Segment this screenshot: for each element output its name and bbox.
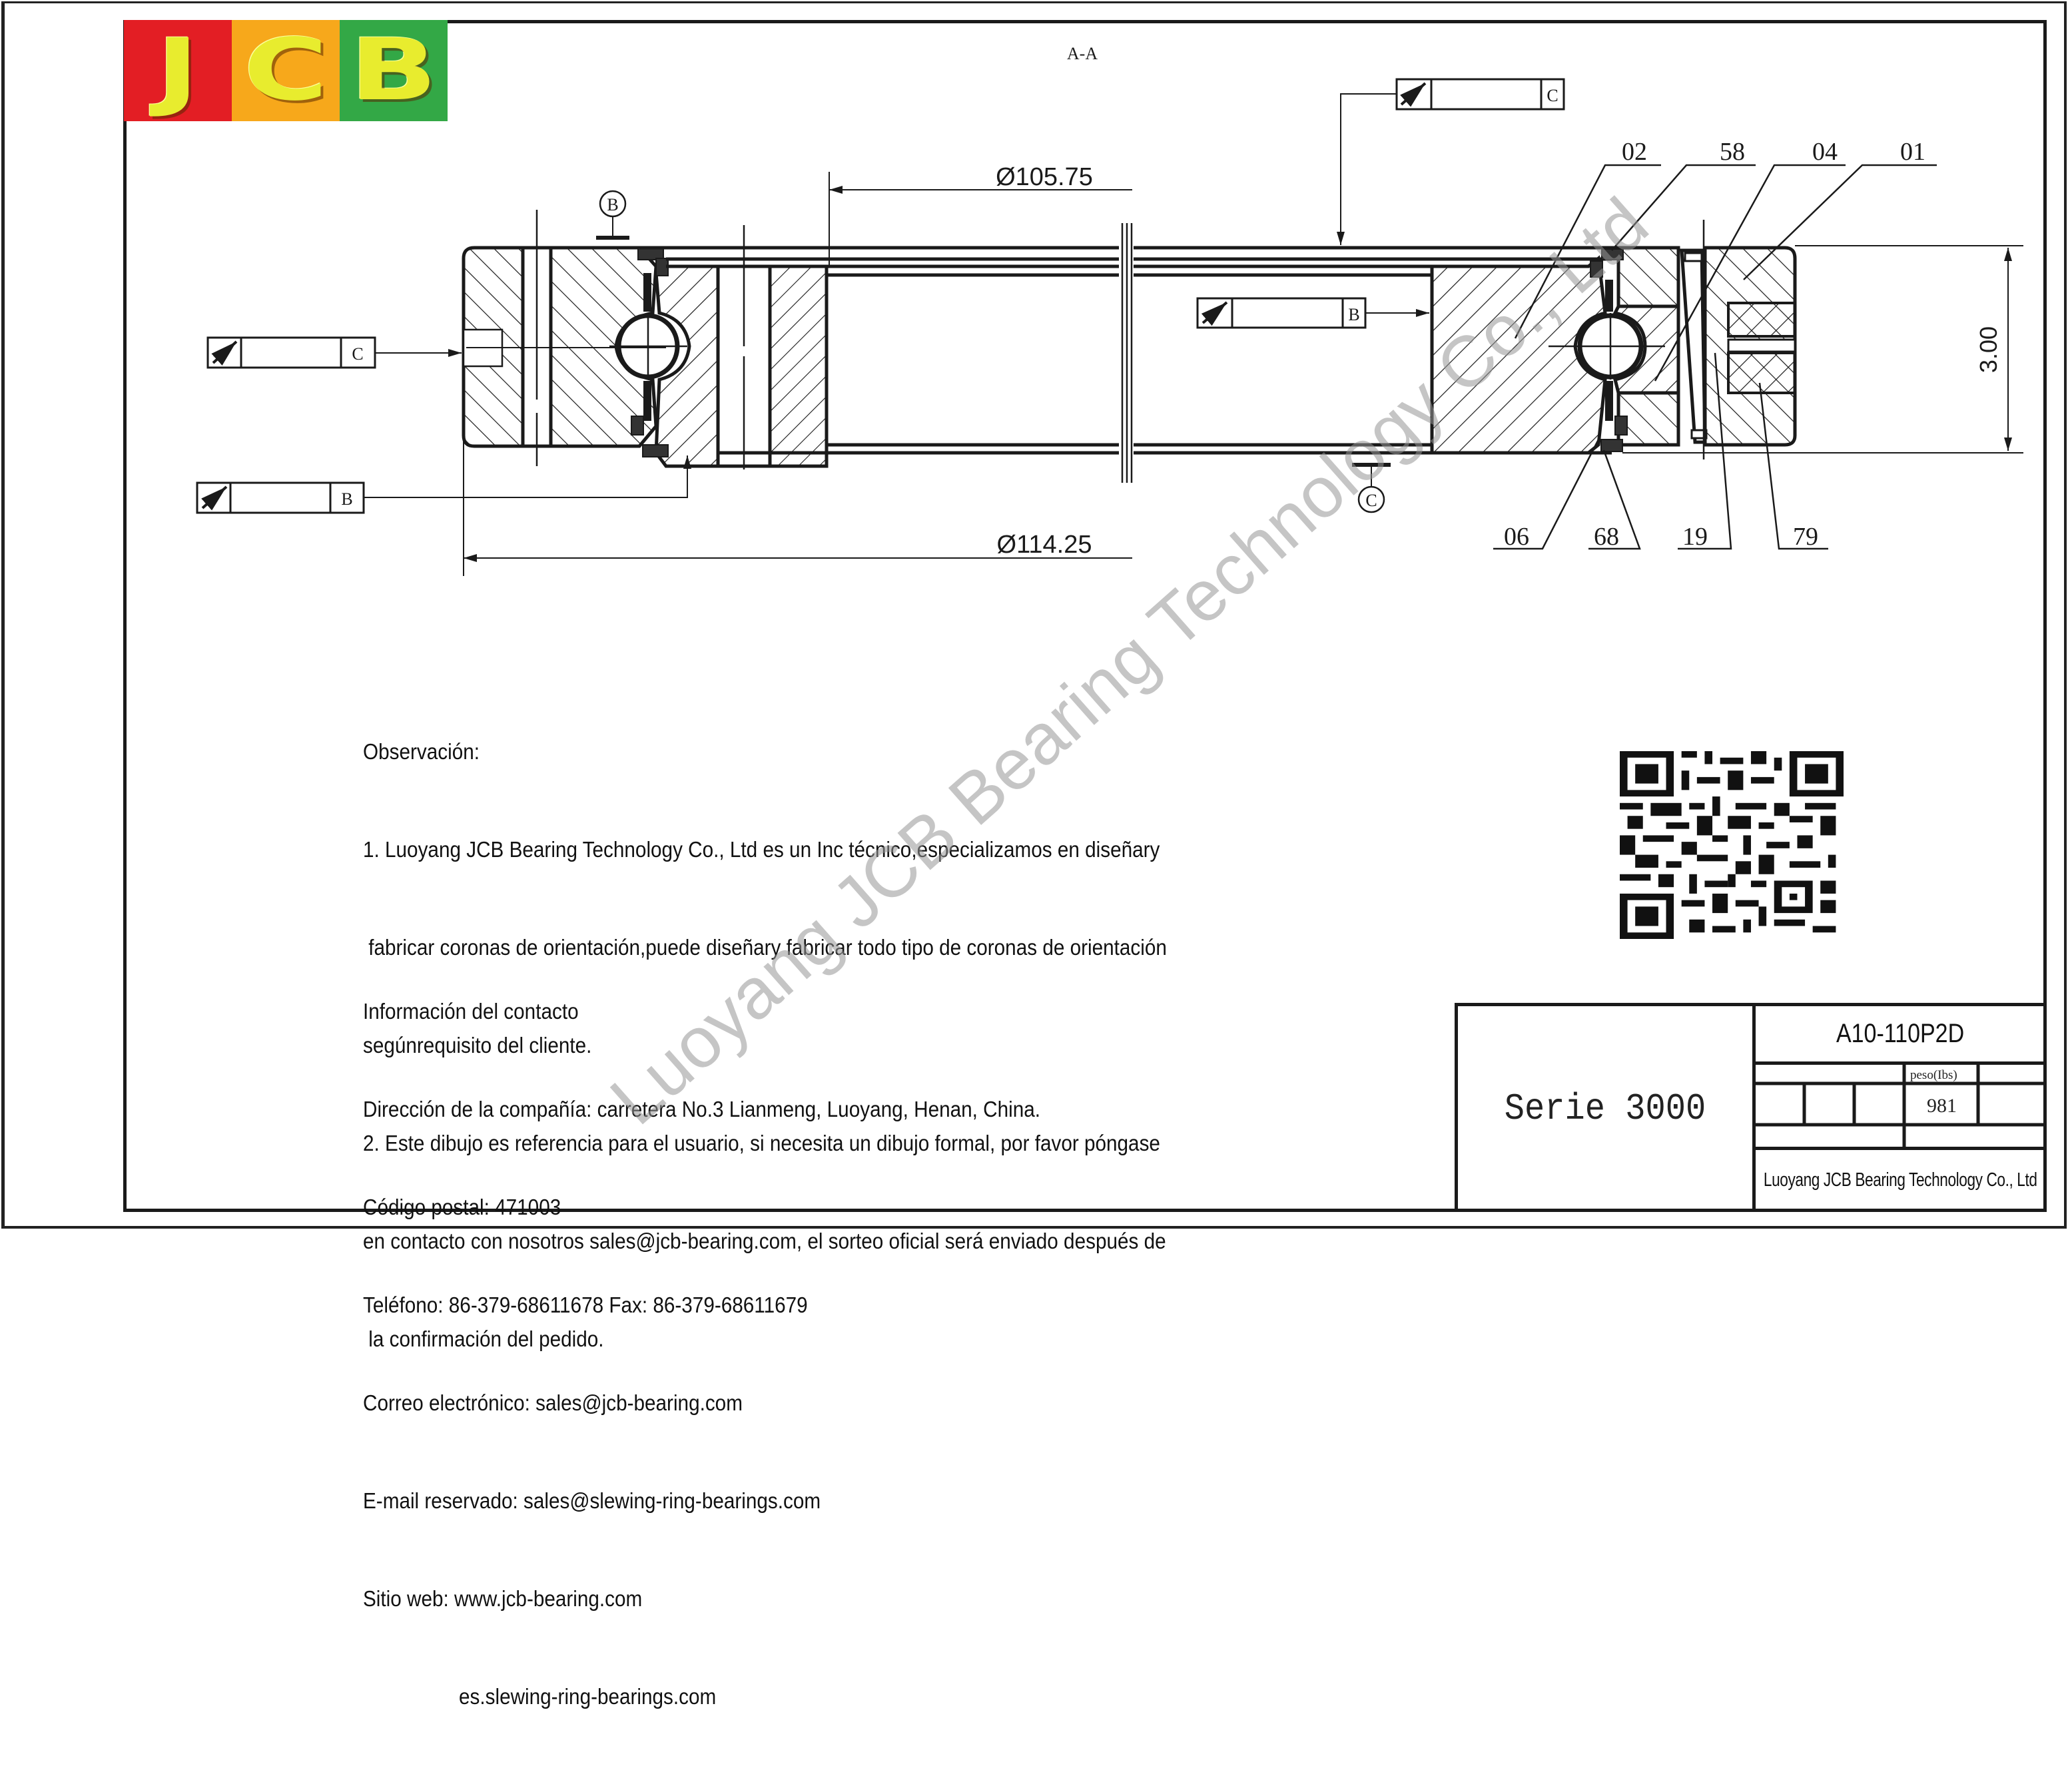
datum-b: B bbox=[596, 190, 629, 240]
weight-value: 981 bbox=[1927, 1095, 1957, 1117]
right-section bbox=[1430, 220, 1797, 459]
notes-line: fabricar coronas de orientación,puede di… bbox=[363, 935, 1167, 960]
logo-letter-j: J bbox=[156, 21, 200, 120]
contact-website: Sitio web: www.jcb-bearing.com bbox=[363, 1586, 643, 1611]
dimensions: Ø105.75 Ø114.25 3.00 bbox=[463, 163, 2023, 576]
svg-text:C: C bbox=[1365, 491, 1377, 510]
dim-outer-diameter: Ø114.25 bbox=[997, 531, 1092, 559]
bore-lines bbox=[639, 223, 1618, 483]
logo-cell-j: J bbox=[124, 20, 232, 121]
outer-border bbox=[1, 1, 2067, 1229]
contact-website-2: es.slewing-ring-bearings.com bbox=[459, 1684, 717, 1709]
feature-frame-left-c: C bbox=[206, 336, 462, 369]
contact-phone: Teléfono: 86-379-68611678 Fax: 86-379-68… bbox=[363, 1293, 808, 1317]
svg-text:B: B bbox=[341, 489, 352, 509]
contact-postal: Código postal: 471003 bbox=[363, 1195, 561, 1219]
runout-arrow-icon bbox=[1201, 301, 1228, 326]
callout-79: 79 bbox=[1793, 523, 1818, 551]
contact-email: Correo electrónico: sales@jcb-bearing.co… bbox=[363, 1390, 743, 1415]
dim-inner-diameter: Ø105.75 bbox=[996, 163, 1093, 191]
runout-arrow-icon bbox=[1400, 82, 1427, 107]
notes-line: 2. Este dibujo es referencia para el usu… bbox=[363, 1131, 1160, 1155]
logo-letter-b: B bbox=[350, 21, 438, 120]
runout-arrow-icon bbox=[201, 485, 228, 511]
callout-04: 04 bbox=[1812, 138, 1838, 166]
runout-arrow-icon bbox=[211, 340, 238, 366]
logo-cell-c: C bbox=[232, 20, 340, 121]
title-block-series-cell: Serie 3000 bbox=[1458, 1006, 1756, 1211]
logo-cell-b: B bbox=[340, 20, 448, 121]
callout-68: 68 bbox=[1594, 523, 1619, 551]
callout-19: 19 bbox=[1682, 523, 1708, 551]
feature-frame-center-b: B bbox=[1196, 297, 1429, 329]
drawing-frame bbox=[123, 20, 2047, 1212]
notes-title: Observación: bbox=[363, 739, 480, 764]
callout-06: 06 bbox=[1504, 523, 1529, 551]
title-block-grid bbox=[1756, 1065, 2045, 1147]
contact-info: Información del contacto Dirección de la… bbox=[363, 930, 1040, 1778]
title-block: Serie 3000 A10-110P2D peso(Ibs) 981 Luoy… bbox=[1455, 1003, 2045, 1211]
contact-title: Información del contacto bbox=[363, 999, 579, 1024]
model-number-cell: A10-110P2D bbox=[1756, 1006, 2045, 1065]
feature-frame-bottom-b: B bbox=[196, 455, 691, 514]
drawing-sheet: J C B A-A bbox=[1, 1, 2067, 1709]
dim-height: 3.00 bbox=[1975, 326, 2002, 373]
callout-58: 58 bbox=[1720, 138, 1745, 166]
section-label: A-A bbox=[1067, 44, 1098, 63]
bearing-section-drawing: A-A bbox=[196, 44, 2023, 576]
series-label: Serie 3000 bbox=[1504, 1087, 1706, 1130]
contact-address: Dirección de la compañía: carretera No.3… bbox=[363, 1097, 1040, 1121]
qr-code-icon bbox=[1620, 751, 1844, 939]
feature-frame-top-c: C bbox=[1337, 78, 1565, 245]
notes-line: segúnrequisito del cliente. bbox=[363, 1033, 592, 1057]
jcb-logo: J C B bbox=[124, 20, 448, 121]
svg-text:C: C bbox=[1547, 86, 1558, 105]
contact-email-reserved: E-mail reservado: sales@slewing-ring-bea… bbox=[363, 1488, 821, 1513]
datum-c: C bbox=[1352, 463, 1391, 513]
part-callouts: 02 58 04 01 06 68 19 79 bbox=[1493, 138, 1937, 551]
svg-text:C: C bbox=[352, 344, 363, 364]
callout-02: 02 bbox=[1622, 138, 1647, 166]
svg-text:B: B bbox=[1348, 305, 1359, 324]
svg-text:B: B bbox=[607, 195, 618, 214]
callout-01: 01 bbox=[1900, 138, 1925, 166]
company-name: Luoyang JCB Bearing Technology Co., Ltd bbox=[1764, 1169, 2037, 1191]
company-cell: Luoyang JCB Bearing Technology Co., Ltd bbox=[1756, 1147, 2045, 1211]
weight-label: peso(Ibs) bbox=[1910, 1068, 1957, 1082]
model-number: A10-110P2D bbox=[1836, 1019, 1965, 1048]
notes-line: 1. Luoyang JCB Bearing Technology Co., L… bbox=[363, 837, 1160, 862]
title-block-right: A10-110P2D peso(Ibs) 981 Luoyang JCB Bea… bbox=[1756, 1006, 2045, 1211]
logo-letter-c: C bbox=[243, 21, 328, 120]
left-section bbox=[462, 210, 829, 469]
